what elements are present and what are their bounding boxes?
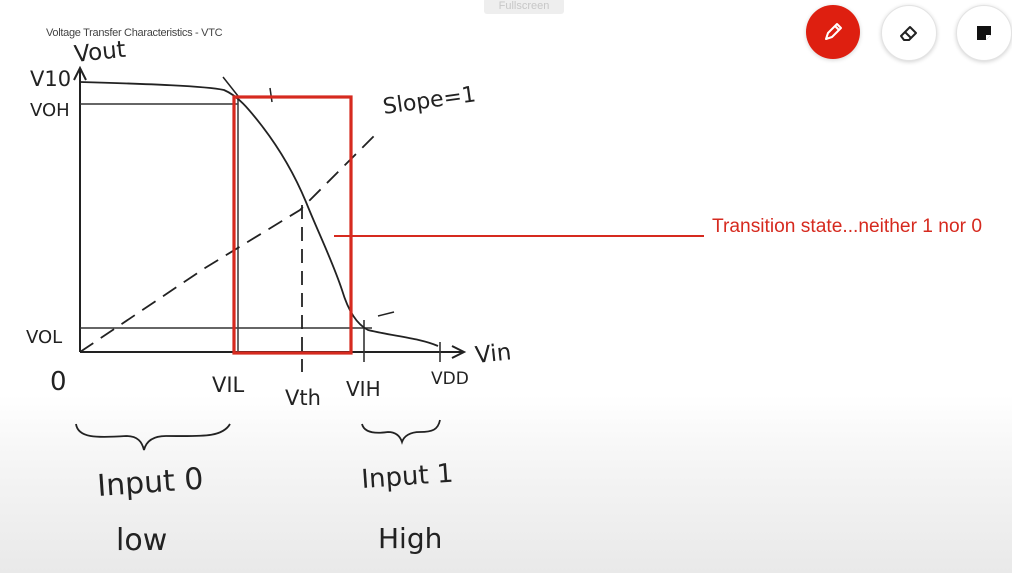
input-high-label-line1: Input 1 xyxy=(360,459,454,495)
tangent-tick-left xyxy=(222,76,239,97)
transition-state-annotation: Transition state...neither 1 nor 0 xyxy=(712,216,982,237)
vth-label: Vth xyxy=(285,386,321,410)
fullscreen-label[interactable]: Fullscreen xyxy=(484,0,564,14)
vout-label: Vout xyxy=(73,37,127,68)
vil-label: VIL xyxy=(212,373,245,397)
tangent-tick-vih xyxy=(377,311,395,317)
eraser-icon xyxy=(900,26,917,41)
vdd-label: VDD xyxy=(431,369,469,389)
v10-label: V10 xyxy=(30,67,71,91)
pen-tool-button[interactable] xyxy=(806,5,860,59)
slope-label: Slope=1 xyxy=(381,82,477,120)
vih-label: VIH xyxy=(346,377,381,401)
sticky-note-icon xyxy=(977,26,991,40)
voh-label: VOH xyxy=(30,100,70,121)
document-title: Voltage Transfer Characteristics - VTC xyxy=(46,27,223,39)
origin-label: 0 xyxy=(50,367,67,397)
transition-region-box xyxy=(232,95,353,355)
input-low-label-line1: Input 0 xyxy=(96,462,204,504)
vtc-curve xyxy=(79,81,439,347)
tangent-tick-right xyxy=(269,87,273,103)
slope-unity-dashed-line xyxy=(79,131,379,353)
vol-label: VOL xyxy=(26,327,62,348)
eraser-tool-button[interactable] xyxy=(881,5,937,61)
input-low-label-line2: low xyxy=(116,523,167,558)
input-high-label-line2: High xyxy=(378,522,442,555)
input-low-brace xyxy=(75,423,231,451)
y-axis-arrow xyxy=(73,65,87,81)
sticky-note-tool-button[interactable] xyxy=(956,5,1012,61)
x-axis-arrow xyxy=(451,345,467,359)
pencil-icon xyxy=(825,23,842,40)
input-high-brace xyxy=(361,419,441,445)
vin-label: Vin xyxy=(474,339,513,369)
